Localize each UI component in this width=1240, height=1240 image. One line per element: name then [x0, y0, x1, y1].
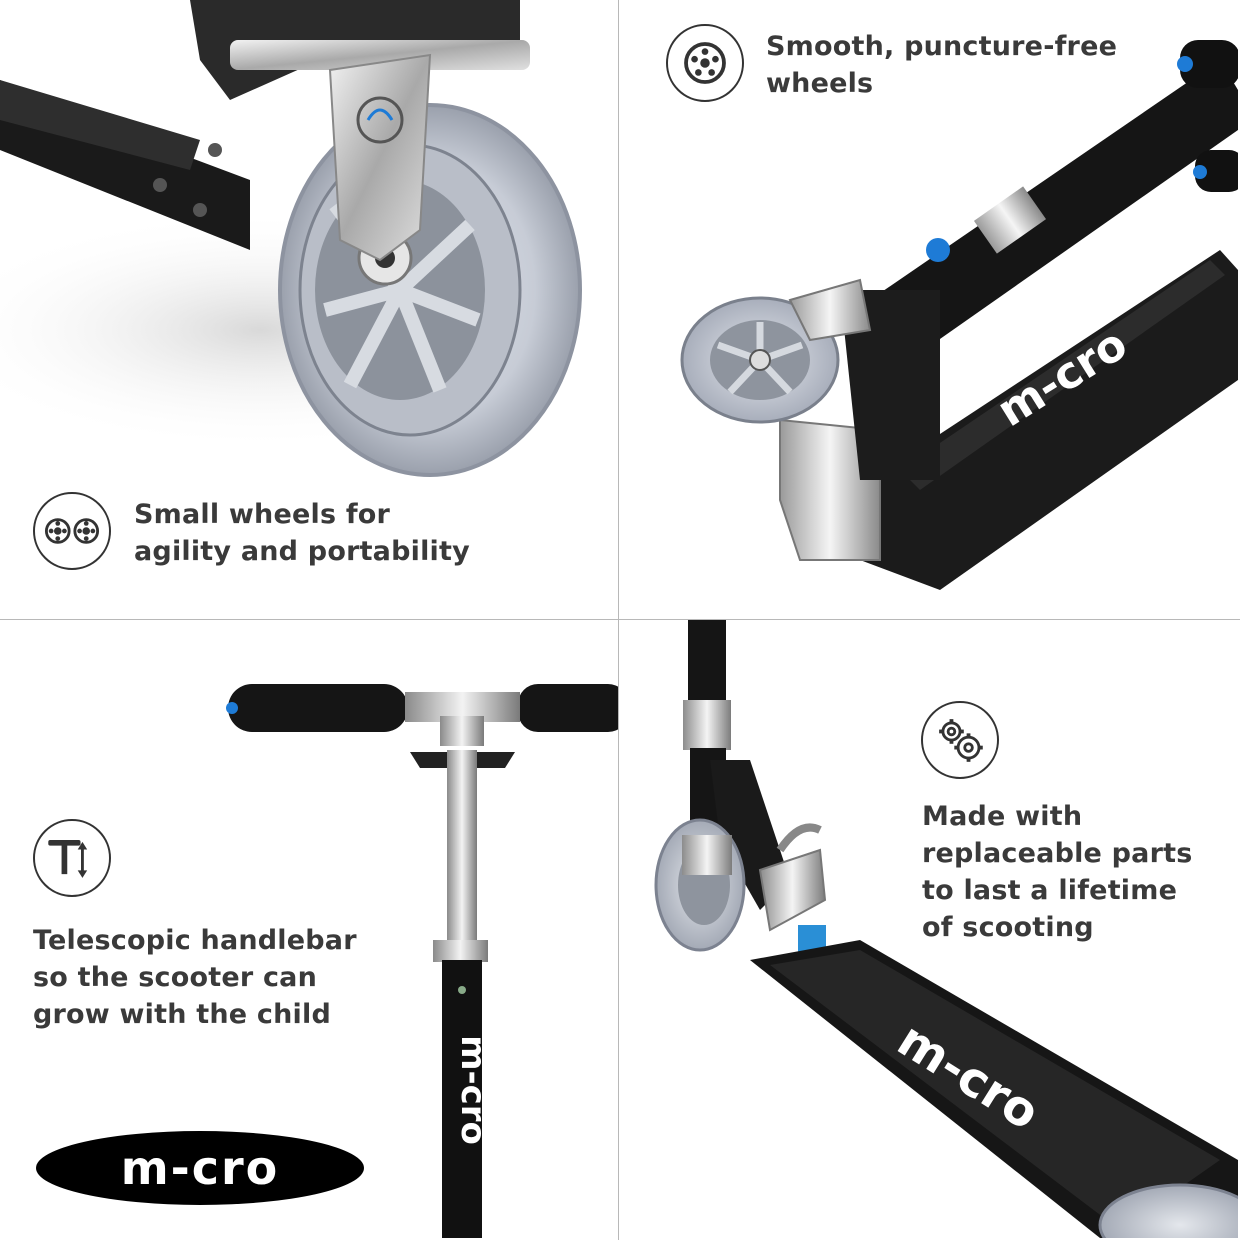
micro-brand-logo: m-cro — [36, 1131, 364, 1205]
telescopic-handlebar-icon — [33, 819, 111, 897]
caption-line: of scooting — [922, 912, 1094, 943]
quadrant-handlebar: m-cro Telescopic handlebar so the scoote… — [0, 620, 618, 1238]
quadrant-replaceable-parts: m-cro Made with replaceable parts to las… — [620, 620, 1238, 1238]
gears-icon — [921, 701, 999, 779]
wheel-closeup-photo — [0, 0, 590, 477]
caption-line: grow with the child — [33, 999, 331, 1030]
caption-line: so the scooter can — [33, 962, 318, 993]
logo-text: m-cro — [120, 1141, 280, 1195]
quadrant-small-wheels: Small wheels for agility and portability — [0, 0, 618, 618]
wheel-icon — [666, 24, 744, 102]
caption-handlebar: Telescopic handlebar so the scooter can … — [33, 922, 357, 1033]
caption-line: to last a lifetime — [922, 875, 1178, 906]
scooter-deck-photo: m-cro — [654, 620, 1238, 1238]
horizontal-divider — [0, 619, 1240, 620]
svg-text:m-cro: m-cro — [453, 1035, 493, 1145]
caption-line: agility and portability — [134, 536, 470, 567]
caption-line: Telescopic handlebar — [33, 925, 357, 956]
caption-smooth-wheels: Smooth, puncture-free wheels — [766, 28, 1117, 102]
quadrant-smooth-wheels: m-cro — [620, 0, 1238, 618]
caption-replaceable-parts: Made with replaceable parts to last a li… — [922, 798, 1193, 946]
caption-line: Smooth, puncture-free — [766, 31, 1118, 62]
caption-line: wheels — [766, 68, 874, 99]
caption-line: Small wheels for — [134, 499, 391, 530]
caption-line: replaceable parts — [922, 838, 1193, 869]
vertical-divider — [618, 0, 619, 1240]
folded-scooter-photo: m-cro — [680, 40, 1238, 590]
double-wheel-icon — [33, 492, 111, 570]
caption-small-wheels: Small wheels for agility and portability — [134, 496, 470, 570]
caption-line: Made with — [922, 801, 1083, 832]
handlebar-photo: m-cro — [226, 684, 618, 1238]
